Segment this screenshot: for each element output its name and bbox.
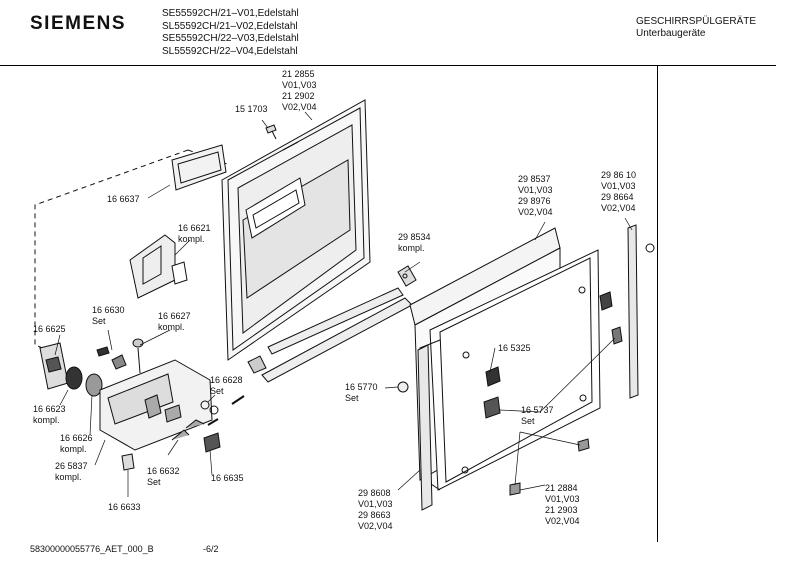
side-strip-right-part bbox=[627, 224, 655, 399]
model-line: SL55592CH/22–V04,Edelstahl bbox=[162, 45, 298, 57]
model-line: SL55592CH/21–V02,Edelstahl bbox=[162, 20, 298, 32]
handle-cover-part bbox=[171, 144, 227, 191]
control-panel-part-16-6621 bbox=[129, 234, 188, 299]
control-unit-part bbox=[39, 342, 213, 451]
leader-lines bbox=[54, 111, 633, 497]
part-label-165325: 16 5325 bbox=[498, 343, 531, 353]
part-label-166625: 16 6625 bbox=[33, 324, 66, 334]
model-line: SE55592CH/22–V03,Edelstahl bbox=[162, 33, 299, 44]
brand-logo: SIEMENS bbox=[30, 13, 127, 34]
screw-15-1703-part bbox=[265, 124, 277, 140]
latch-16-5325-part bbox=[485, 291, 623, 387]
lever-set-part bbox=[171, 419, 205, 441]
model-line: SE55592CH/21–V01,Edelstahl bbox=[162, 8, 299, 19]
model-list: SE55592CH/21–V01,Edelstahl SL55592CH/21–… bbox=[162, 8, 299, 58]
plate-16-6633-part bbox=[121, 453, 135, 471]
decor-door-panel-part bbox=[419, 249, 601, 491]
part-label-166635: 16 6635 bbox=[211, 473, 244, 483]
door-rail-part bbox=[247, 287, 413, 383]
page-number: -6/2 bbox=[203, 544, 219, 554]
document-id: 58300000055776_AET_000_B bbox=[30, 544, 154, 554]
product-category: GESCHIRRSPÜLGERÄTE Unterbaugeräte bbox=[636, 16, 756, 40]
sensor-16-6635-part bbox=[203, 432, 221, 453]
part-label-151703: 15 1703 bbox=[235, 104, 268, 114]
clip-16-5770-part bbox=[397, 381, 409, 393]
category-title: GESCHIRRSPÜLGERÄTE bbox=[636, 16, 757, 27]
switch-set-part bbox=[96, 338, 144, 374]
header-divider bbox=[0, 65, 776, 66]
right-margin-divider bbox=[657, 66, 658, 542]
inner-door-panel-part bbox=[221, 99, 371, 361]
hinge-16-5737-part bbox=[483, 396, 590, 496]
part-label-166637: 16 6637 bbox=[107, 194, 140, 204]
side-strip-left-part bbox=[417, 344, 433, 511]
spring-set-part bbox=[200, 395, 245, 426]
part-label-166633: 16 6633 bbox=[108, 502, 141, 512]
bracket-29-8534-part bbox=[397, 265, 417, 287]
category-subtitle: Unterbaugeräte bbox=[636, 28, 706, 39]
